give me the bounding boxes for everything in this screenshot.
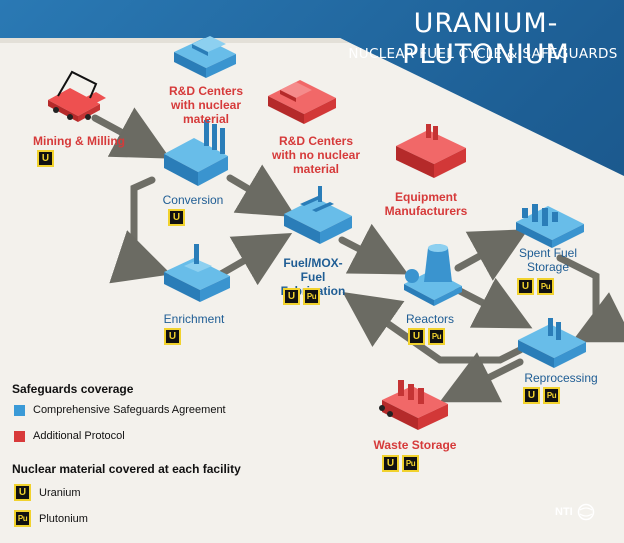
logo-text: NTI: [555, 506, 573, 518]
uranium-badge: U: [283, 288, 300, 305]
rd-nuclear-building-icon: [174, 36, 236, 78]
arrow-spent-reprocessing: [556, 254, 624, 343]
plutonium-badge: Pu: [14, 510, 31, 527]
rd-no-nuclear-label: R&D Centers with no nuclear material: [271, 134, 360, 176]
additional-swatch: [14, 430, 25, 442]
spent-fuel-badges: U Pu: [517, 278, 554, 295]
arrow-reprocessing-waste: [439, 352, 524, 403]
equipment-label: Equipment Manufacturers: [384, 190, 468, 218]
rd-nuclear-label: R&D Centers with nuclear material: [168, 84, 243, 126]
uranium-badge: U: [408, 328, 425, 345]
arrow-conversion-fuel: [226, 164, 297, 218]
uranium-badge: U: [168, 209, 185, 226]
uranium-badge: U: [382, 455, 399, 472]
arrow-reactors-spent: [454, 229, 529, 281]
reprocessing-label: Reprocessing: [524, 371, 598, 385]
reprocessing-badges: U Pu: [523, 387, 560, 404]
legend-label: Comprehensive Safeguards Agreement: [33, 404, 226, 416]
plutonium-badge: Pu: [537, 278, 554, 295]
conversion-facility-icon: [164, 120, 228, 186]
reactors-badges: U Pu: [408, 328, 445, 345]
arrow-reactors-reprocessing: [454, 277, 533, 329]
reactors-label: Reactors: [405, 312, 455, 326]
plutonium-badge: Pu: [303, 288, 320, 305]
rd-no-nuclear-building-icon: [268, 80, 336, 124]
reprocessing-facility-icon: [518, 318, 586, 368]
arrow-enrichment-fuel: [210, 233, 293, 286]
fuel-fabrication-facility-icon: [284, 186, 352, 244]
plutonium-badge: Pu: [543, 387, 560, 404]
legend-item-additional: Additional Protocol: [14, 430, 125, 442]
spent-fuel-label: Spent Fuel Storage: [518, 246, 578, 274]
globe-icon: [577, 503, 594, 521]
legend-label: Plutonium: [39, 512, 88, 525]
mining-label: Mining & Milling: [33, 134, 125, 148]
comprehensive-swatch: [14, 404, 25, 416]
conversion-badges: U: [168, 209, 185, 226]
spent-fuel-storage-icon: [516, 204, 584, 248]
arrow-conversion-enrichment: [109, 176, 172, 284]
uranium-badge: U: [523, 387, 540, 404]
enrichment-badges: U: [164, 328, 181, 345]
equipment-building-icon: [396, 124, 466, 178]
plutonium-badge: Pu: [428, 328, 445, 345]
legend-item-uranium: U Uranium: [14, 484, 81, 501]
waste-storage-icon: [379, 380, 448, 430]
waste-label: Waste Storage: [373, 438, 457, 452]
flow-arrows: [91, 107, 624, 403]
uranium-badge: U: [164, 328, 181, 345]
legend-material-title: Nuclear material covered at each facilit…: [12, 462, 241, 476]
reactor-icon: [404, 244, 462, 306]
arrow-mining-conversion: [91, 107, 171, 159]
arrow-fuel-reactors: [338, 223, 409, 275]
conversion-label: Conversion: [162, 193, 224, 207]
legend-item-plutonium: Pu Plutonium: [14, 510, 88, 527]
uranium-badge: U: [517, 278, 534, 295]
enrichment-label: Enrichment: [163, 312, 225, 326]
uranium-badge: U: [37, 150, 54, 167]
legend-label: Additional Protocol: [33, 430, 125, 442]
mining-truck-icon: [48, 70, 106, 122]
legend-coverage-title: Safeguards coverage: [12, 382, 134, 396]
nti-logo: NTI: [555, 503, 595, 521]
uranium-badge: U: [14, 484, 31, 501]
legend-label: Uranium: [39, 486, 81, 499]
plutonium-badge: Pu: [402, 455, 419, 472]
mining-badges: U: [37, 150, 54, 167]
enrichment-facility-icon: [164, 244, 230, 302]
fuel-fab-badges: U Pu: [283, 288, 320, 305]
page-subtitle: NUCLEAR FUEL CYCLE & SAFEGUARDS: [348, 46, 618, 62]
page-title: URANIUM-PLUTONIUM: [402, 8, 570, 70]
waste-badges: U Pu: [382, 455, 419, 472]
legend-item-comprehensive: Comprehensive Safeguards Agreement: [14, 404, 226, 416]
